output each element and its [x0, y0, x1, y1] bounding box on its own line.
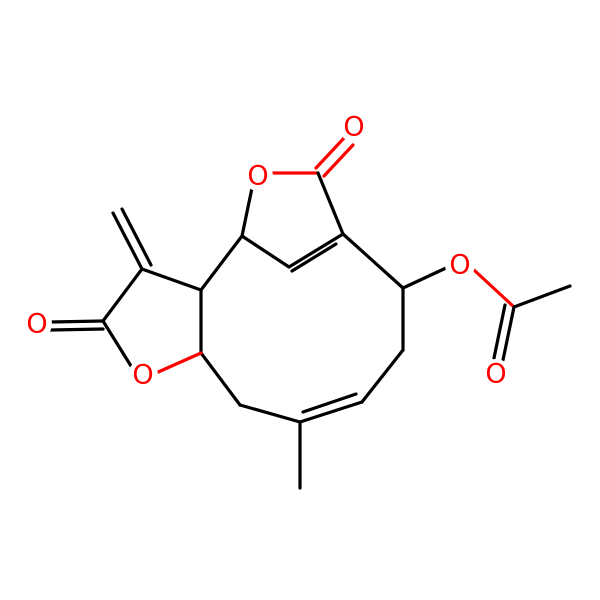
oxygen-atom-lactone-carbonyl: O	[22, 309, 52, 340]
oxygen-label: O	[26, 309, 47, 340]
bond-c12-c13	[101, 267, 144, 323]
oxygen-label: O	[485, 359, 506, 390]
oxygen-atom-ester: O	[445, 250, 475, 281]
bond-c4-c1	[240, 234, 291, 269]
bond-lactone-carbonyl-a	[49, 319, 105, 324]
oxygen-atom-ring-top: O	[243, 161, 273, 192]
oxygen-label: O	[247, 161, 268, 192]
bond-c1-c5	[199, 234, 244, 292]
oxygen-label: O	[343, 112, 364, 143]
bond-c2-c3	[316, 171, 345, 236]
bond-c8-c9-double-b	[301, 392, 358, 414]
bond-c11-c3	[341, 232, 405, 290]
bond-c3-c4-double-b	[290, 242, 338, 273]
bond-c3-c4-double-a	[287, 232, 345, 269]
bond-acyl-carbonyl-b	[492, 303, 507, 360]
oxygen-label: O	[449, 250, 470, 281]
atom-layer: O O O O O O	[22, 112, 511, 391]
bond-ketone-b	[322, 143, 355, 178]
oxygen-atom-ring-left: O	[128, 360, 158, 391]
bond-lactone-carbonyl-b	[49, 327, 105, 332]
bond-o-ring-left-c6	[154, 351, 203, 375]
oxygen-label: O	[132, 360, 153, 391]
bond-ketone-a	[314, 135, 347, 170]
bond-methylene-b	[120, 207, 153, 267]
bond-methylene-a	[111, 211, 144, 271]
bond-c1-o-ring	[240, 186, 254, 238]
bond-layer	[49, 135, 572, 490]
bond-acyl-methyl	[512, 284, 572, 309]
bond-c9-c10	[360, 348, 405, 404]
bond-c7-c8	[238, 403, 302, 424]
bond-acyl-carbonyl-a	[501, 305, 516, 362]
oxygen-atom-ketone-top: O	[339, 112, 369, 143]
bond-c11-o-ester	[401, 266, 448, 290]
bond-c13-o-ring-left	[101, 319, 133, 368]
bond-o-ester-c-acyl	[472, 268, 516, 309]
bond-c8-c9-double-a	[298, 400, 364, 424]
bond-c5-c12	[140, 267, 203, 292]
oxygen-atom-acetyl-carbonyl: O	[481, 359, 511, 390]
bond-c6-c7	[199, 351, 242, 407]
